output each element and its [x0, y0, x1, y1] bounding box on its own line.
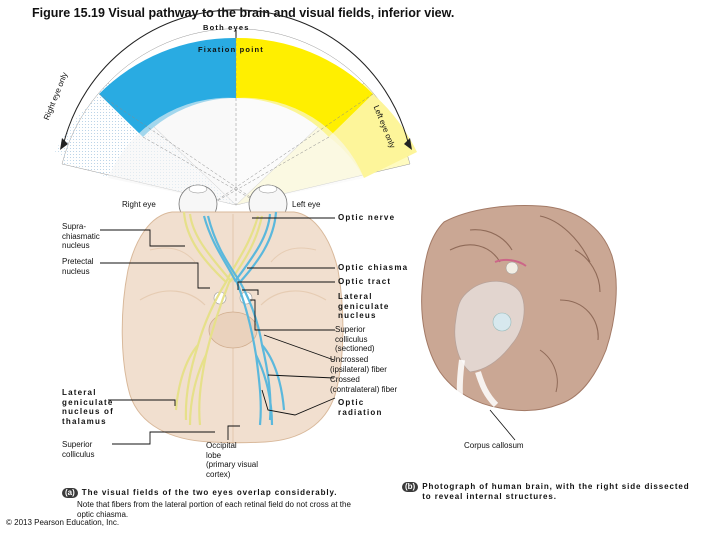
caption-a-rest: Note that fibers from the lateral portio…: [77, 500, 351, 519]
superior-colliculus-sectioned-label: Superior colliculus (sectioned): [335, 325, 375, 353]
caption-a-marker: (a): [62, 488, 78, 498]
field-arrow-arc: [63, 9, 409, 143]
optic-tract-label: Optic tract: [338, 277, 392, 286]
caption-a: (a)The visual fields of the two eyes ove…: [62, 482, 352, 519]
corpus-callosum-label: Corpus callosum: [464, 441, 524, 450]
brain-inferior-view: [121, 211, 344, 444]
copyright: © 2013 Pearson Education, Inc.: [6, 518, 120, 527]
pretectal-label: Pretectal nucleus: [62, 257, 94, 276]
uncrossed-fiber-label: Uncrossed (ipsilateral) fiber: [330, 355, 387, 374]
optic-nerve-label: Optic nerve: [338, 213, 396, 222]
lateral-geniculate-thalamus-label: Lateral geniculate nucleus of thalamus: [62, 388, 115, 426]
caption-b-text: Photograph of human brain, with the righ…: [422, 482, 690, 501]
lateral-geniculate-label: Lateral geniculate nucleus: [338, 292, 390, 320]
caption-b: (b) Photograph of human brain, with the …: [402, 482, 692, 501]
yellow-pathway: [174, 211, 264, 426]
caption-a-bold: The visual fields of the two eyes overla…: [81, 488, 338, 497]
occipital-lobe-label: Occipital lobe (primary visual cortex): [206, 441, 259, 479]
crossed-fiber-label: Crossed (contralateral) fiber: [330, 375, 398, 394]
right-eye-label: Right eye: [122, 200, 156, 209]
both-eyes-label: Both eyes: [203, 23, 250, 32]
caption-b-marker: (b): [402, 482, 419, 492]
optic-chiasma-label: Optic chiasma: [338, 263, 409, 272]
visual-field-fan: [55, 9, 417, 206]
left-eye-label: Left eye: [292, 200, 321, 209]
blue-pathway: [202, 211, 286, 426]
left-field-yellow-band: [236, 37, 373, 138]
fixation-point-label: Fixation point: [198, 45, 264, 54]
photo-panel: [421, 205, 617, 441]
suprachiasmatic-label: Supra- chiasmatic nucleus: [62, 222, 100, 250]
right-field-blue-band: [99, 37, 236, 138]
optic-radiation-label: Optic radiation: [338, 398, 383, 417]
leader-lines: [100, 30, 336, 445]
superior-colliculus-label: Superior colliculus: [62, 440, 95, 459]
dissected-region: [454, 280, 525, 373]
figure-title: Figure 15.19 Visual pathway to the brain…: [32, 6, 455, 20]
